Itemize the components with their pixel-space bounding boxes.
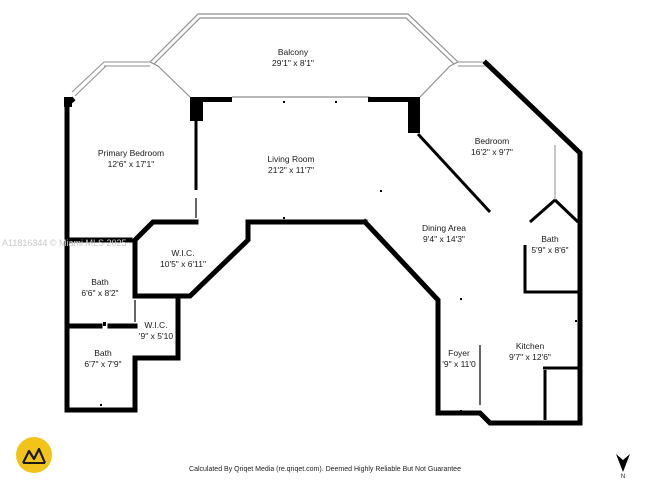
- compass-label: N: [620, 474, 626, 480]
- dimension-ticks: [100, 101, 577, 412]
- room-name: Bath: [91, 277, 109, 287]
- room-label-kitchen: Kitchen 9'7" x 12'6": [509, 341, 551, 363]
- north-arrow: N: [614, 452, 632, 482]
- balcony-railing: [149, 13, 459, 98]
- room-name: Living Room: [267, 154, 315, 164]
- room-dims: '9" x 5'10: [138, 331, 174, 341]
- room-name: Balcony: [277, 47, 309, 57]
- room-label-bath-lower: Bath 6'7" x 7'9": [84, 348, 121, 370]
- room-name: W.I.C.: [144, 320, 168, 330]
- credit-text: Calculated By Qriqet Media (re.qriqet.co…: [189, 466, 461, 473]
- room-name: W.I.C.: [171, 248, 195, 258]
- windows: [71, 61, 556, 200]
- room-dims: 21'2" x 11'7": [268, 165, 314, 175]
- compass-arrow-icon: [616, 454, 630, 472]
- room-name: Dining Area: [422, 223, 466, 233]
- room-dims: 10'5" x 6'11": [160, 259, 206, 269]
- room-name: Primary Bedroom: [97, 148, 165, 158]
- room-dims: 29'1" x 8'1": [272, 58, 314, 68]
- room-label-living-room: Living Room 21'2" x 11'7": [267, 154, 314, 176]
- room-label-foyer: Foyer '9" x 11'0: [442, 348, 476, 370]
- room-dims: 5'9" x 8'6": [531, 245, 569, 255]
- door-marks: [134, 198, 481, 405]
- room-label-dining-area: Dining Area 9'4" x 14'3": [422, 223, 466, 245]
- room-label-bath-right: Bath 5'9" x 8'6": [531, 234, 568, 256]
- room-label-wic-small: W.I.C. '9" x 5'10: [139, 320, 173, 342]
- room-name: Foyer: [448, 348, 470, 358]
- room-label-primary-bedroom: Primary Bedroom 12'6" x 17'1": [98, 148, 164, 170]
- room-label-wic: W.I.C. 10'5" x 6'11": [160, 248, 206, 270]
- room-label-bath-left: Bath 6'6" x 8'2": [81, 277, 118, 299]
- room-dims: 6'6" x 8'2": [81, 288, 119, 298]
- mls-watermark: A11816344 © Miami MLS 2025: [2, 238, 127, 248]
- room-name: Kitchen: [515, 341, 545, 351]
- room-label-balcony: Balcony 29'1" x 8'1": [272, 47, 314, 69]
- room-dims: 9'4" x 14'3": [423, 234, 465, 244]
- room-dims: 6'7" x 7'9": [84, 359, 122, 369]
- room-dims: 12'6" x 17'1": [107, 159, 155, 169]
- room-name: Bath: [541, 234, 559, 244]
- room-dims: 16'2" x 9'7": [471, 147, 513, 157]
- wall-columns: [64, 97, 420, 133]
- qriqet-logo-icon: [16, 437, 52, 473]
- room-dims: 9'7" x 12'6": [509, 352, 551, 362]
- room-name: Bath: [94, 348, 112, 358]
- room-label-bedroom: Bedroom 16'2" x 9'7": [471, 136, 513, 158]
- partitions: [194, 106, 580, 420]
- walls: [64, 59, 583, 426]
- room-name: Bedroom: [474, 136, 510, 146]
- room-dims: '9" x 11'0: [442, 359, 476, 369]
